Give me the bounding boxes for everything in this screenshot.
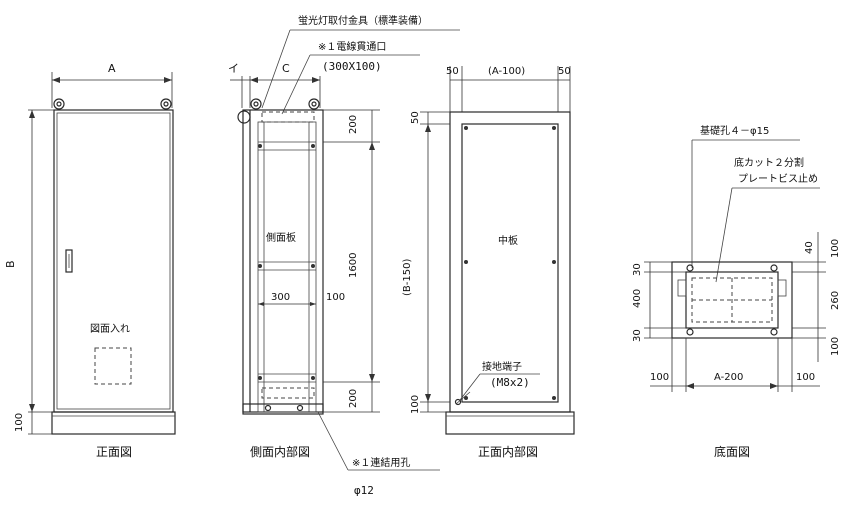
foundation-hole-icon bbox=[770, 264, 778, 272]
bottom-dim-right-top: 40 bbox=[804, 241, 815, 254]
side-dim-bottom: 200 bbox=[348, 389, 359, 408]
ground-note: 接地端子 bbox=[482, 360, 522, 373]
bottom-dim-left-top: 30 bbox=[632, 263, 643, 276]
foundation-hole-icon bbox=[770, 328, 778, 336]
foundation-hole-icon bbox=[686, 264, 694, 272]
front-dim-b: B bbox=[4, 260, 17, 268]
bottom-dim-right-mid: 260 bbox=[830, 291, 841, 310]
bottom-dim-bottom-left: 100 bbox=[650, 372, 669, 383]
side-panel-label: 側面板 bbox=[266, 231, 296, 244]
side-dim-c: C bbox=[282, 62, 290, 75]
front-inner-dim-left: 50 bbox=[446, 66, 459, 77]
ground-size: (M8x2) bbox=[490, 376, 530, 389]
bottom-view: 基礎孔４－φ15 底カット２分割 プレートビス止め 30 400 30 bbox=[632, 124, 841, 459]
bottom-dim-bottom-right: 100 bbox=[796, 372, 815, 383]
front-inner-view: 50 (A-100) 50 中板 50 (B-150) 100 接地端子 (M8… bbox=[402, 66, 575, 459]
bottom-dim-bottom-center: A-200 bbox=[714, 372, 743, 383]
cut-note-line1: 底カット２分割 bbox=[734, 156, 804, 169]
door-handle-icon bbox=[65, 249, 73, 273]
foundation-hole-note: 基礎孔４－φ15 bbox=[700, 124, 769, 137]
lifting-eye-icon bbox=[308, 98, 320, 110]
cable-hole-note: ※１電線貫通口 bbox=[318, 40, 386, 53]
bottom-view-title: 底面図 bbox=[714, 444, 750, 459]
front-base bbox=[51, 411, 176, 435]
bottom-opening bbox=[685, 271, 779, 329]
ground-terminal-icon bbox=[455, 391, 471, 405]
front-inner-dim-right: 50 bbox=[558, 66, 571, 77]
front-dim-a: A bbox=[108, 62, 116, 75]
side-dim-top: 200 bbox=[348, 115, 359, 134]
lifting-eye-icon bbox=[250, 98, 262, 110]
drawing-pocket bbox=[94, 347, 132, 385]
bottom-dim-right-bottom: 100 bbox=[830, 337, 841, 356]
front-inner-view-title: 正面内部図 bbox=[478, 444, 538, 459]
bottom-dim-left-mid: 400 bbox=[632, 289, 643, 308]
middle-plate bbox=[461, 123, 559, 403]
front-inner-base bbox=[445, 411, 575, 435]
side-dim-inner-width: 300 bbox=[271, 292, 290, 303]
cable-hole-size: (300X100) bbox=[322, 60, 382, 73]
bottom-dim-left-bottom: 30 bbox=[632, 329, 643, 342]
cable-hole bbox=[261, 111, 315, 123]
side-view-title: 側面内部図 bbox=[250, 444, 310, 459]
bottom-dim-right-top2: 100 bbox=[830, 239, 841, 258]
front-inner-dim-bottom: 100 bbox=[410, 395, 421, 414]
front-inner-dim-top: 50 bbox=[410, 111, 421, 124]
connect-hole-icon bbox=[264, 404, 272, 412]
hinge-icon bbox=[237, 110, 251, 124]
connect-hole-note: ※１連結用孔 bbox=[352, 456, 410, 469]
connect-hole-size: φ12 bbox=[354, 484, 374, 497]
bottom-base-outer bbox=[671, 261, 793, 339]
front-view: A 図面入れ B 100 正面図 bbox=[4, 62, 176, 459]
side-inner-view: 蛍光灯取付金具（標準装備） ※１電線貫通口 (300X100) イ C bbox=[228, 14, 460, 497]
side-cabinet-body bbox=[242, 109, 324, 413]
front-dim-base: 100 bbox=[14, 413, 25, 432]
fluorescent-note: 蛍光灯取付金具（標準装備） bbox=[298, 14, 428, 27]
foundation-hole-icon bbox=[686, 328, 694, 336]
front-view-title: 正面図 bbox=[96, 445, 132, 459]
side-dim-mid: 1600 bbox=[348, 253, 359, 278]
middle-plate-label: 中板 bbox=[498, 234, 518, 247]
side-dim-inner-offset: 100 bbox=[326, 292, 345, 303]
drawing-pocket-label: 図面入れ bbox=[90, 323, 130, 335]
lifting-eye-icon bbox=[53, 98, 65, 110]
front-inner-dim-height: (B-150) bbox=[402, 259, 413, 296]
cut-note-line2: プレートビス止め bbox=[738, 173, 818, 185]
front-inner-dim-center: (A-100) bbox=[488, 66, 525, 77]
side-dim-i: イ bbox=[228, 62, 239, 75]
lifting-eye-icon bbox=[160, 98, 172, 110]
